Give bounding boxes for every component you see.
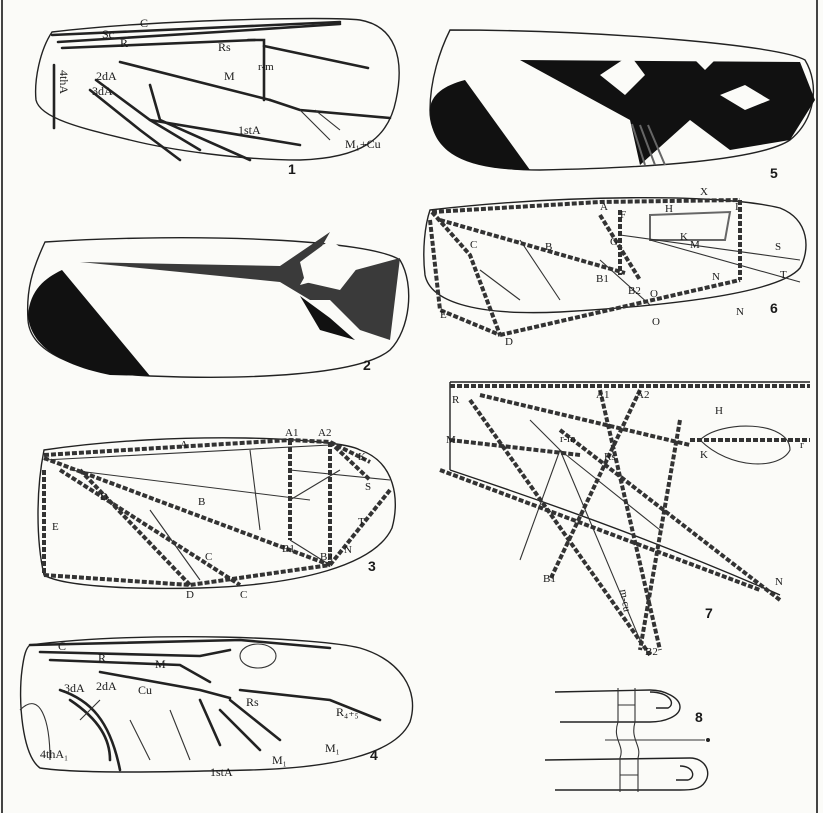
label-rm: r-m: [560, 433, 576, 445]
label-m1-b: M₁: [325, 741, 340, 755]
label-c: C: [470, 239, 477, 251]
label-rs: Rs: [218, 40, 231, 54]
label-b1: B1: [282, 543, 295, 555]
label-n-bottom: N: [736, 306, 744, 318]
label-s: S: [775, 241, 781, 253]
label-t: T: [780, 269, 787, 281]
label-3da: 3dA: [64, 681, 85, 695]
label-c: C: [140, 16, 148, 30]
label-m: M: [690, 239, 700, 251]
label-3da: 3dA: [92, 84, 113, 98]
label-1sta: 1stA: [210, 765, 233, 779]
label-k: K: [700, 449, 708, 461]
label-cu: Cu: [138, 683, 152, 697]
label-b2: B2: [320, 551, 333, 563]
label-a: A: [600, 201, 608, 213]
label-c-bottom: C: [240, 589, 247, 601]
label-2da: 2dA: [96, 679, 117, 693]
label-f: F: [620, 209, 626, 221]
label-r: R: [120, 36, 128, 50]
label-o-bottom: O: [652, 316, 660, 328]
label-d: D: [505, 336, 513, 348]
label-a1: A1: [285, 427, 298, 439]
label-h: H: [665, 203, 673, 215]
label-4tha: 4thA: [57, 70, 71, 94]
label-4tha: 4thA₁: [40, 747, 68, 761]
label-h: H: [715, 405, 723, 417]
label-d-bottom: D: [186, 589, 194, 601]
label-sc: Sc: [102, 27, 114, 41]
label-k: K: [358, 451, 366, 463]
label-b1: B1: [543, 573, 556, 585]
label-b2: B2: [645, 646, 658, 658]
label-r: R: [98, 651, 106, 665]
label-c: C: [58, 639, 66, 653]
label-i: I: [735, 201, 739, 213]
label-c: C: [205, 551, 212, 563]
label-n: N: [712, 271, 720, 283]
label-a1: A1: [596, 389, 609, 401]
label-g: G: [610, 236, 618, 248]
label-x: X: [700, 186, 708, 198]
label-t: T: [358, 516, 365, 528]
label-2da: 2dA: [96, 69, 117, 83]
figure-number: 7: [705, 605, 713, 621]
label-a2: A2: [636, 389, 649, 401]
label-m: M: [446, 434, 456, 446]
label-m: M: [155, 657, 166, 671]
label-e: E: [440, 309, 447, 321]
label-m1cu: M₁+Cu: [345, 137, 381, 151]
label-b: B: [198, 496, 205, 508]
figure-number: 8: [695, 709, 703, 725]
label-r-small: r: [800, 439, 804, 451]
figure-number: 1: [288, 161, 296, 177]
label-s: S: [365, 481, 371, 493]
label-m: M: [224, 69, 235, 83]
label-1sta: 1stA: [238, 123, 261, 137]
label-r: R: [452, 394, 460, 406]
label-rs: Rs: [604, 451, 616, 463]
label-b2: B2: [628, 285, 641, 297]
label-k: K: [680, 231, 688, 243]
label-b1: B1: [596, 273, 609, 285]
label-rs: Rs: [246, 695, 259, 709]
label-n: N: [775, 576, 783, 588]
label-a: A: [180, 439, 188, 451]
figure-number: 4: [370, 747, 378, 763]
label-m1-a: M₁: [272, 753, 287, 767]
figure-number: 6: [770, 300, 778, 316]
label-r45: R₄₊₅: [336, 705, 359, 719]
label-rm: r-m: [258, 61, 274, 73]
label-e: E: [52, 521, 59, 533]
label-d: D: [100, 491, 108, 503]
label-a2: A2: [318, 427, 331, 439]
label-n: N: [344, 544, 352, 556]
figure-number: 2: [363, 357, 371, 373]
label-b: B: [545, 241, 552, 253]
figure-number: 5: [770, 165, 778, 181]
label-o: O: [650, 288, 658, 300]
figure-number: 3: [368, 558, 376, 574]
